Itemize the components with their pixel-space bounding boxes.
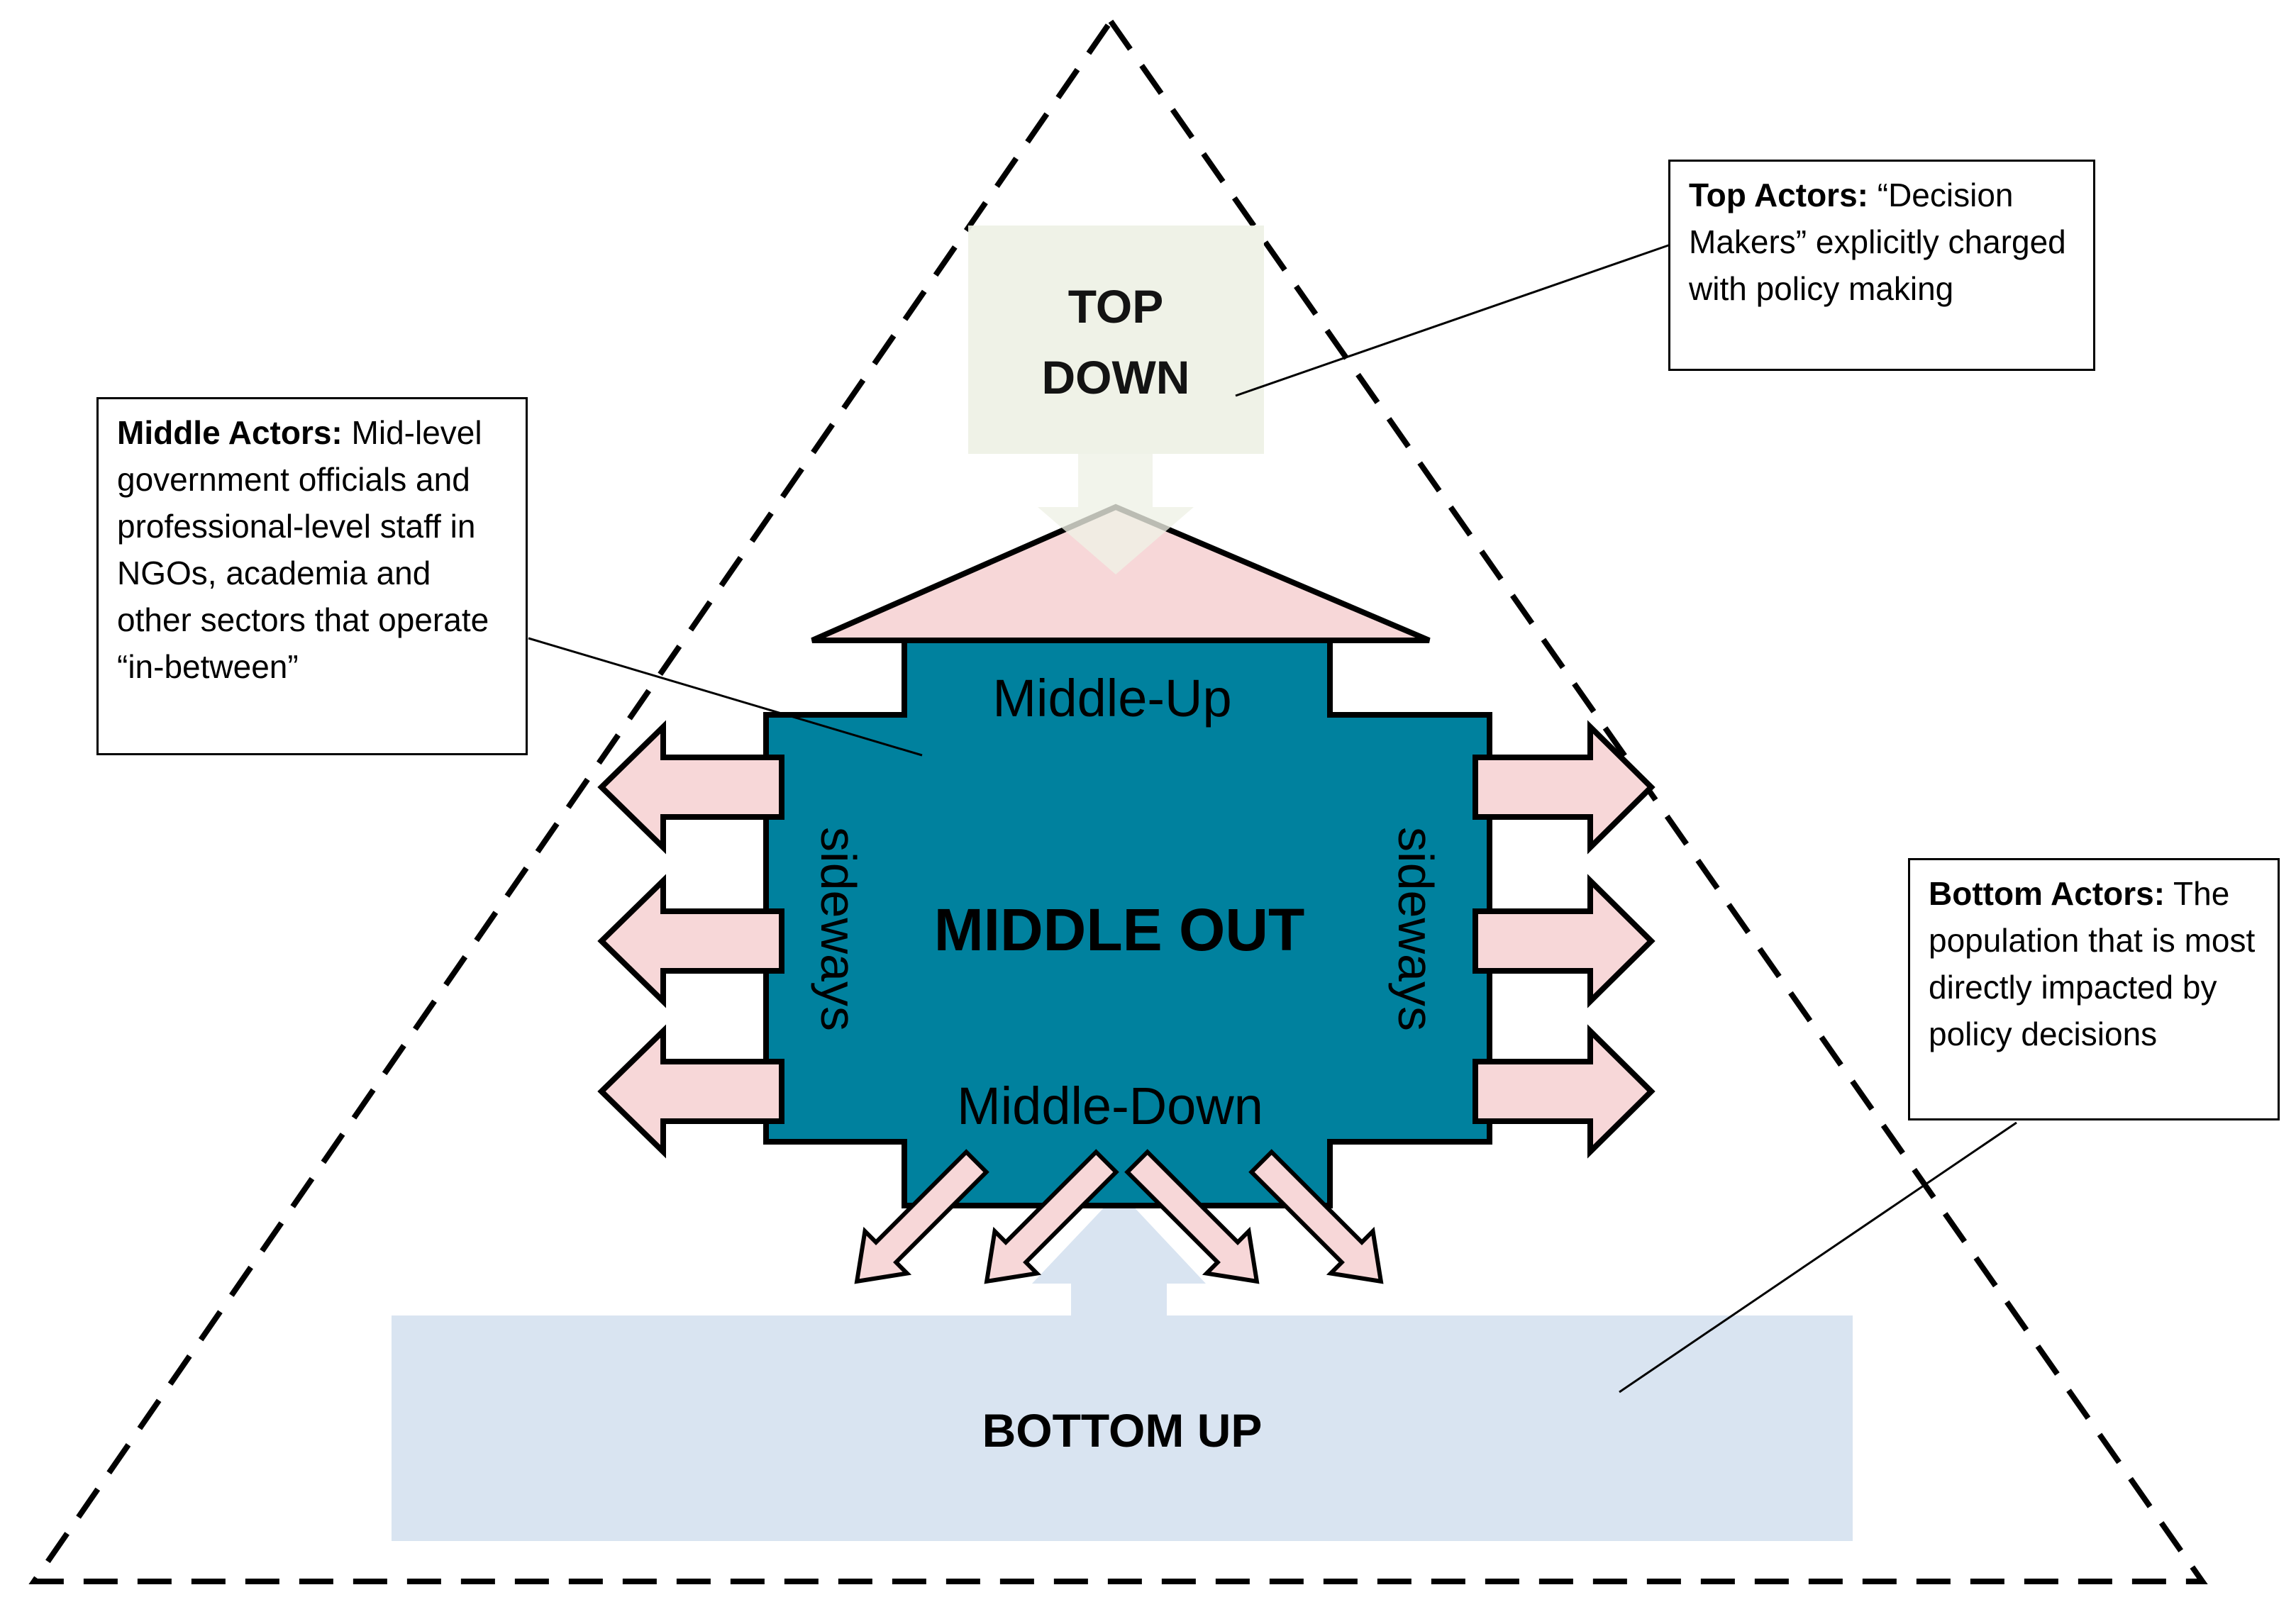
middle-actors-title: Middle Actors:	[117, 414, 343, 451]
bottom-actors-callout: Bottom Actors: The population that is mo…	[1908, 858, 2280, 1120]
sideways-left-label: sideways	[811, 827, 866, 1031]
down-right-arrow-1	[1124, 1149, 1260, 1284]
bottom-callout-leader	[1619, 1121, 2017, 1394]
top-actors-callout: Top Actors: “Decision Makers” explicitly…	[1668, 160, 2095, 371]
middle-body	[763, 638, 1492, 1208]
middle-callout-leader	[528, 637, 923, 757]
down-left-arrow-1	[854, 1149, 989, 1284]
top-actors-title: Top Actors:	[1689, 177, 1868, 213]
middle-up-label: Middle-Up	[992, 669, 1231, 728]
top-callout-leader	[1235, 243, 1671, 397]
bottom-actors-title: Bottom Actors:	[1929, 875, 2165, 912]
right-arrow-1	[1473, 720, 1656, 855]
top-down-box	[968, 226, 1264, 454]
top-down-arrow	[1038, 454, 1194, 574]
middle-down-label: Middle-Down	[957, 1077, 1263, 1135]
middle-down-arrows	[854, 1149, 1384, 1284]
middle-out-block	[763, 504, 1492, 1208]
left-sideways-arrows	[597, 720, 784, 1159]
left-arrow-2	[597, 874, 784, 1008]
top-down-label-line2: DOWN	[1042, 351, 1190, 404]
top-down-block: TOP DOWN	[968, 226, 1264, 574]
bottom-actors-text: The population that is most directly imp…	[1929, 875, 2256, 1052]
left-arrow-3	[597, 1024, 784, 1159]
right-arrow-2	[1473, 874, 1656, 1008]
sideways-right-label: sideways	[1388, 827, 1443, 1031]
bottom-up-label: BOTTOM UP	[982, 1404, 1263, 1457]
right-arrow-3	[1473, 1024, 1656, 1159]
bottom-up-box	[392, 1315, 1853, 1541]
down-right-arrow-2	[1248, 1149, 1384, 1284]
middle-actors-callout: Middle Actors: Mid-level government offi…	[96, 397, 528, 755]
bottom-up-arrow	[1032, 1191, 1206, 1333]
left-arrow-1	[597, 720, 784, 855]
middle-actors-text: Mid-level government officials and profe…	[117, 414, 489, 685]
middle-out-label: MIDDLE OUT	[934, 896, 1305, 963]
top-down-label-line1: TOP	[1068, 280, 1163, 333]
bottom-up-block: BOTTOM UP	[392, 1191, 1853, 1541]
triangle-boundary	[28, 16, 2208, 1584]
right-sideways-arrows	[1473, 720, 1656, 1159]
down-left-arrow-2	[984, 1149, 1119, 1284]
top-actors-text: “Decision Makers” explicitly charged wit…	[1689, 177, 2066, 307]
